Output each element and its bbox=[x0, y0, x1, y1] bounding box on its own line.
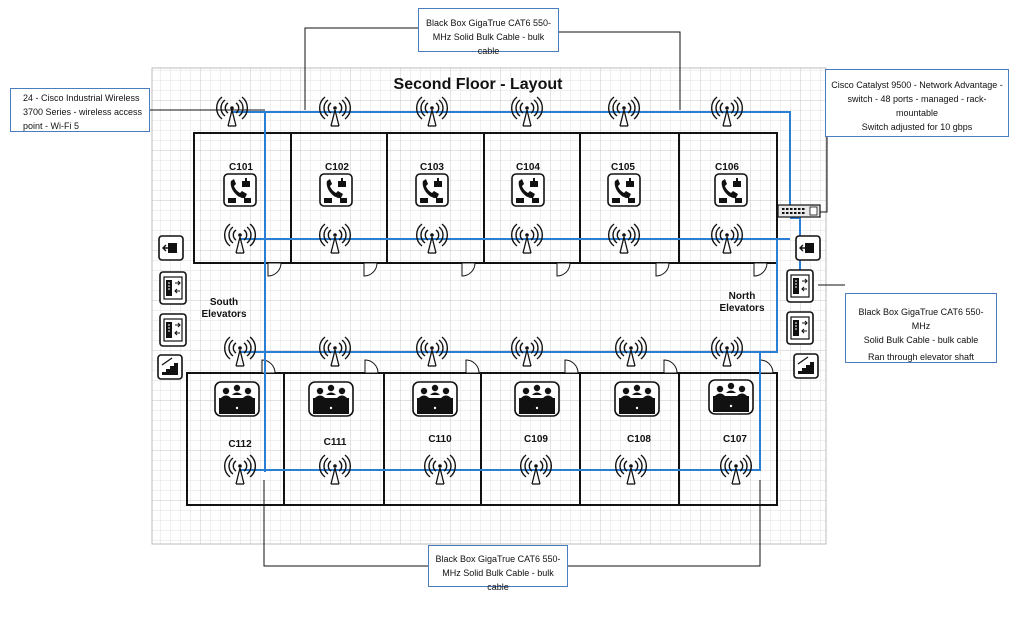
callout-line: MHz Solid Bulk Cable - bulk cable bbox=[442, 568, 554, 592]
page-title: Second Floor - Layout bbox=[393, 76, 563, 93]
doors-top bbox=[267, 262, 768, 277]
elevator-label-line: North bbox=[728, 291, 756, 302]
elevator-icon bbox=[159, 271, 187, 305]
room-label: C101 bbox=[229, 162, 253, 173]
conference-room-icon bbox=[412, 381, 458, 417]
room-label: C108 bbox=[627, 434, 651, 445]
conference-room-icon bbox=[214, 381, 260, 417]
cable-top-callout: Black Box GigaTrue CAT6 550- MHz Solid B… bbox=[418, 8, 559, 56]
elevator-icon bbox=[159, 313, 187, 347]
callout-line: point - Wi-Fi 5 bbox=[23, 121, 80, 131]
callout-leaders bbox=[150, 27, 845, 567]
conference-room-icon bbox=[614, 381, 660, 417]
wap-callout: 24 - Cisco Industrial Wireless 3700 Seri… bbox=[10, 88, 150, 132]
south-elevators-label: South Elevators bbox=[196, 297, 252, 321]
callout-line: Ran through elevator shaft bbox=[867, 352, 975, 362]
room-label: C102 bbox=[325, 162, 349, 173]
callout-line: Black Box GigaTrue CAT6 550- bbox=[435, 554, 561, 564]
elevator-label-line: Elevators bbox=[201, 309, 247, 320]
room-label: C104 bbox=[516, 162, 540, 173]
callout-line: Black Box GigaTrue CAT6 550- bbox=[425, 18, 552, 28]
ip-phone-icon bbox=[511, 173, 545, 207]
room-label: C109 bbox=[524, 434, 548, 445]
callout-line: switch - 48 ports - managed - rack- bbox=[847, 94, 987, 104]
conference-room-icon bbox=[514, 381, 560, 417]
ip-phone-icon bbox=[714, 173, 748, 207]
ip-phone-icon bbox=[415, 173, 449, 207]
conference-room-icon bbox=[308, 381, 354, 417]
room-labels-top: C101 C102 C103 C104 C105 C106 bbox=[229, 162, 739, 173]
ip-phone-icon bbox=[223, 173, 257, 207]
corridor-walls bbox=[187, 262, 777, 374]
cable-bottom-callout: Black Box GigaTrue CAT6 550- MHz Solid B… bbox=[428, 545, 568, 592]
switch-callout: Cisco Catalyst 9500 - Network Advantage … bbox=[825, 69, 1009, 137]
ip-phone-icon bbox=[607, 173, 641, 207]
callout-line: Solid Bulk Cable - bulk cable bbox=[863, 335, 979, 345]
room-label: C107 bbox=[723, 434, 747, 445]
elevator-icon bbox=[786, 311, 814, 345]
room-label: C112 bbox=[228, 439, 252, 450]
callout-line: 24 - Cisco Industrial Wireless bbox=[23, 93, 140, 103]
room-label: C110 bbox=[428, 434, 452, 445]
room-label: C111 bbox=[324, 437, 347, 448]
network-switch-icon bbox=[777, 204, 821, 218]
room-label: C106 bbox=[715, 162, 739, 173]
callout-line: 3700 Series - wireless access bbox=[23, 107, 143, 117]
ip-phone-icon bbox=[319, 173, 353, 207]
exit-icon bbox=[158, 235, 184, 261]
callout-line: MHz Solid Bulk Cable - bulk cable bbox=[432, 32, 545, 56]
callout-line: Switch adjusted for 10 gbps bbox=[861, 122, 973, 132]
conference-room-icon bbox=[708, 379, 754, 415]
north-elevators-label: North Elevators bbox=[714, 291, 770, 315]
elevator-icon bbox=[786, 269, 814, 303]
elevator-label-line: Elevators bbox=[719, 303, 765, 314]
cable-runs bbox=[232, 111, 801, 472]
exit-icon bbox=[795, 235, 821, 261]
cable-right-callout: Black Box GigaTrue CAT6 550-MHz Solid Bu… bbox=[845, 293, 997, 363]
stairs-icon bbox=[793, 353, 819, 379]
callout-line: Cisco Catalyst 9500 - Network Advantage … bbox=[831, 80, 1003, 90]
room-label: C105 bbox=[611, 162, 635, 173]
stairs-icon bbox=[157, 354, 183, 380]
room-label: C103 bbox=[420, 162, 444, 173]
callout-line: mountable bbox=[895, 108, 939, 118]
room-labels-bottom: C112 C111 C110 C109 C108 C107 bbox=[228, 434, 747, 450]
callout-line: Black Box GigaTrue CAT6 550-MHz bbox=[858, 307, 984, 331]
elevator-label-line: South bbox=[209, 297, 239, 308]
